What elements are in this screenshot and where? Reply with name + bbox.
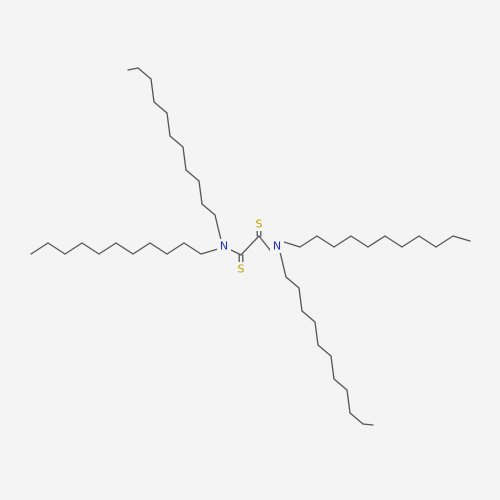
atom-label-bg-s1	[252, 217, 266, 231]
lower-right-dodecyl-chain-bond-9	[349, 412, 364, 425]
left-dodecyl-chain-bond-1	[183, 242, 202, 255]
right-dodecyl-chain-bond-3	[333, 235, 352, 248]
right-dodecyl-chain-bond-10	[452, 235, 471, 242]
atom-label-bg-n1	[217, 239, 231, 253]
atom-label-bg-s2	[234, 262, 248, 276]
right-dodecyl-chain-bond-7	[401, 235, 420, 248]
lower-right-dodecyl-chain-bond-1	[285, 276, 300, 289]
upper-left-dodecyl-chain-bond-4	[182, 146, 187, 171]
upper-left-dodecyl-chain-bond-1	[201, 203, 216, 216]
left-dodecyl-chain-bond-8	[64, 242, 83, 255]
atom-label-bg-n2	[270, 239, 284, 253]
lower-right-dodecyl-chain-bond-10	[362, 423, 374, 426]
left-dodecyl-chain-bond-7	[81, 242, 100, 255]
upper-left-dodecyl-chain-bond-0	[214, 214, 222, 241]
right-dodecyl-chain-bond-1	[299, 235, 318, 248]
right-dodecyl-chain-bond-4	[350, 235, 369, 248]
right-dodecyl-chain-bond-2	[316, 235, 335, 248]
lower-right-dodecyl-chain-bond-4	[314, 321, 319, 346]
upper-left-dodecyl-chain-bond-6	[166, 112, 171, 137]
left-dodecyl-chain-bond-6	[98, 242, 117, 255]
left-dodecyl-chain-bond-2	[166, 242, 185, 255]
right-dodecyl-chain-bond-5	[367, 235, 386, 248]
lower-right-dodecyl-chain-bond-3	[301, 310, 316, 323]
lower-right-dodecyl-chain-bond-7	[333, 378, 348, 391]
upper-left-dodecyl-chain-bond-5	[169, 135, 184, 148]
left-dodecyl-chain-bond-9	[47, 242, 66, 255]
left-dodecyl-chain-bond-5	[115, 242, 134, 255]
lower-right-dodecyl-chain-bond-5	[317, 344, 332, 357]
lower-right-dodecyl-chain-bond-2	[298, 287, 303, 312]
right-dodecyl-chain-bond-6	[384, 235, 403, 248]
atom-label-layer: S S N N	[217, 217, 284, 276]
upper-left-dodecyl-chain-bond-8	[150, 78, 155, 103]
upper-left-dodecyl-chain-bond-10	[127, 67, 139, 71]
c-c-bond	[240, 235, 260, 256]
atom-label-n1: N	[220, 240, 228, 253]
lower-right-dodecyl-chain-bond-8	[346, 389, 351, 414]
atom-label-s2: S	[238, 263, 245, 276]
atom-label-n2: N	[273, 240, 281, 253]
left-dodecyl-chain-bond-3	[149, 242, 168, 255]
atom-label-s1: S	[256, 218, 263, 231]
lower-right-dodecyl-chain-bond-6	[330, 355, 335, 380]
n1-c1-bond	[230, 249, 242, 256]
upper-left-dodecyl-chain-bond-2	[198, 180, 203, 205]
right-dodecyl-chain-bond-0	[283, 241, 301, 248]
upper-left-dodecyl-chain-bond-3	[185, 169, 200, 182]
left-dodecyl-chain-bond-0	[200, 248, 219, 255]
upper-left-dodecyl-chain-bond-9	[137, 67, 152, 80]
bond-layer	[30, 67, 471, 426]
right-dodecyl-chain-bond-8	[418, 235, 437, 248]
left-dodecyl-chain-bond-10	[30, 242, 49, 255]
upper-left-dodecyl-chain-bond-7	[153, 101, 168, 114]
left-dodecyl-chain-bond-4	[132, 242, 151, 255]
right-dodecyl-chain-bond-9	[435, 235, 454, 248]
c2-n2-bond	[258, 235, 271, 251]
lower-right-dodecyl-chain-bond-0	[279, 251, 287, 278]
